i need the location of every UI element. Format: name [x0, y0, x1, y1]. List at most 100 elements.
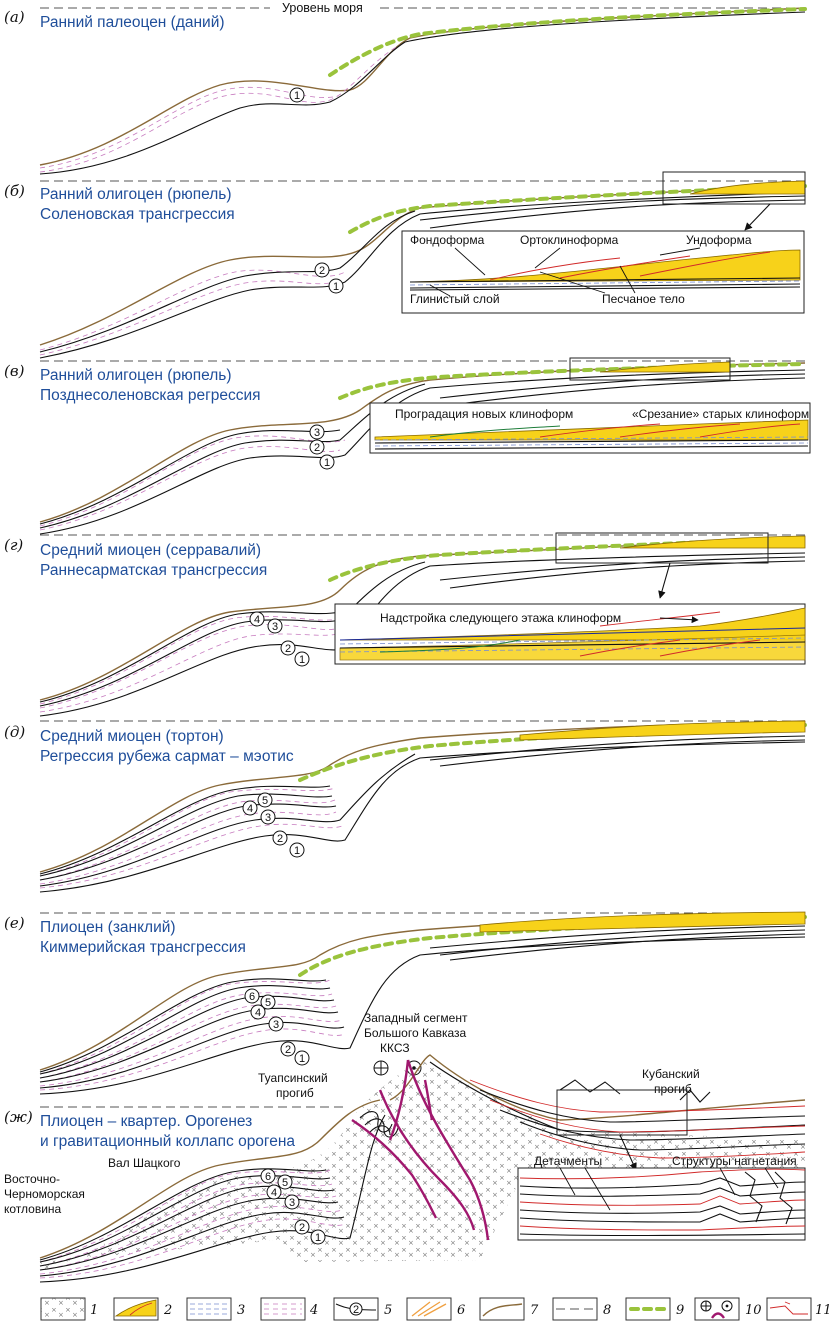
legend-item-3: 3 [186, 1297, 245, 1321]
panel-a-title: Ранний палеоцен (даний) [40, 14, 225, 31]
horizon-5-label-d: 5 [262, 795, 268, 807]
horizon-2-label-d: 2 [277, 833, 283, 845]
panel-b-letter: (б) [4, 182, 25, 200]
inset-b: Фондоформа Ортоклиноформа Ундоформа Глин… [401, 230, 805, 314]
horizon-6-label-e: 6 [249, 991, 255, 1003]
panel-d-title2: Регрессия рубежа сармат – мэотис [40, 748, 294, 765]
east-black-sea-label-2: Черноморская [4, 1187, 85, 1201]
kuban-label-1: Кубанский [642, 1067, 700, 1081]
west-segment-label-2: Большого Кавказа [364, 1026, 467, 1040]
ortoklinoforma-label: Ортоклиноформа [520, 233, 619, 247]
shatsky-label: Вал Шацкого [108, 1156, 181, 1170]
fault-line [423, 1079, 434, 1121]
legend-item-11: 11 [766, 1297, 832, 1321]
injection-label: Структуры нагнетания [672, 1154, 797, 1168]
legend-label-1: 1 [90, 1303, 98, 1318]
panel-v-title1: Ранний олигоцен (рюпель) [40, 367, 231, 384]
horizon-3-label-e: 3 [273, 1019, 279, 1031]
legend-item-9: 9 [625, 1297, 684, 1321]
horizon-1-label: 1 [294, 90, 300, 102]
horizon-4-label-e: 4 [255, 1007, 261, 1019]
legend-label-2: 2 [163, 1303, 172, 1318]
horizon-2-label-g: 2 [285, 643, 291, 655]
panel-a-letter: (а) [4, 8, 25, 26]
horizon-3-label-zh: 3 [289, 1197, 295, 1209]
east-black-sea-label-3: котловина [4, 1202, 62, 1216]
panel-zh: (ж) Плиоцен – квартер. Орогенез и гравит… [4, 1011, 806, 1283]
panel-e-letter: (е) [4, 914, 25, 932]
fondoforma-label: Фондоформа [410, 233, 485, 247]
legend-label-5: 5 [384, 1303, 392, 1318]
horizon-3-label-d: 3 [265, 812, 271, 824]
panel-zh-title2: и гравитационный коллапс орогена [40, 1133, 295, 1150]
panel-d-letter: (д) [4, 723, 25, 741]
panel-e: (е) Плиоцен (занклий) Киммерийская транс… [4, 911, 807, 1095]
horizon-5-label-zh: 5 [282, 1177, 288, 1189]
panel-zh-title1: Плиоцен – квартер. Орогенез [40, 1113, 252, 1130]
horizon-5-label-e: 5 [265, 997, 271, 1009]
kkksz-label: ККСЗ [380, 1041, 410, 1055]
panel-b-title1: Ранний олигоцен (рюпель) [40, 186, 231, 203]
horizon-1-label-v: 1 [324, 457, 330, 469]
panel-g-title1: Средний миоцен (серравалий) [40, 542, 261, 559]
sea-level-label: Уровень моря [282, 1, 363, 15]
horizon-2-label-e: 2 [285, 1044, 291, 1056]
legend-label-11: 11 [815, 1303, 832, 1318]
horizon-3-label-g: 3 [272, 621, 278, 633]
horizon-3-label-v: 3 [314, 427, 320, 439]
panel-a: Уровень моря (а) Ранний палеоцен (даний)… [4, 1, 807, 175]
legend-label-8: 8 [603, 1303, 611, 1318]
inset-zh: Детачменты Структуры нагнетания [517, 1154, 806, 1241]
fault-line [406, 1059, 490, 1241]
horizon-6-label-zh: 6 [265, 1171, 271, 1183]
legend-label-10: 10 [745, 1303, 762, 1318]
panel-d: (д) Средний миоцен (тортон) Регрессия ру… [4, 720, 807, 893]
legend-item-2: 2 [113, 1297, 172, 1321]
east-black-sea-label-1: Восточно- [4, 1172, 60, 1186]
legend-item-8: 8 [552, 1297, 611, 1321]
panel-v-title2: Позднесоленовская регрессия [40, 387, 261, 404]
legend-label-9: 9 [676, 1303, 684, 1318]
horizon-1-label-e: 1 [299, 1053, 305, 1065]
legend-item-6: 6 [406, 1297, 465, 1321]
horizon-1-marker [289, 87, 305, 103]
legend-item-10: 10 [694, 1297, 762, 1321]
horizon-1-label-zh: 1 [315, 1232, 321, 1244]
tuapse-label-1: Туапсинский [258, 1071, 328, 1085]
panel-v-letter: (в) [4, 362, 25, 380]
legend-label-4: 4 [309, 1303, 318, 1318]
legend-label-3: 3 [237, 1303, 245, 1318]
inset-g: Надстройка следующего этажа клиноформ [334, 603, 806, 665]
horizon-1-label-b: 1 [333, 281, 339, 293]
tuapse-label-2: прогиб [276, 1086, 314, 1100]
horizon-1-label-d: 1 [294, 845, 300, 857]
fault-line [388, 1059, 410, 1141]
panel-g-title2: Раннесарматская трансгрессия [40, 562, 267, 579]
horizon-4-label-zh: 4 [271, 1187, 277, 1199]
plus-circle-icon [373, 1060, 389, 1076]
superstructure-label: Надстройка следующего этажа клиноформ [380, 611, 621, 625]
fault-line [378, 1089, 476, 1231]
progradation-label: Проградация новых клиноформ [395, 407, 573, 421]
sand-body-label: Песчаное тело [602, 292, 685, 306]
horizon-4-label-g: 4 [254, 614, 260, 626]
legend-label-6: 6 [457, 1303, 465, 1318]
legend: 1 2 3 4 2 5 [40, 1297, 832, 1321]
horizon-4-label-d: 4 [247, 803, 253, 815]
detachments-label: Детачменты [534, 1154, 602, 1168]
panel-b: (б) Ранний олигоцен (рюпель) Соленовская… [4, 171, 807, 359]
horizon-2-label-zh: 2 [299, 1222, 305, 1234]
undoforma-label: Ундоформа [686, 233, 752, 247]
panel-b-title2: Соленовская трансгрессия [40, 206, 235, 223]
clay-layer-label: Глинистый слой [410, 292, 500, 306]
legend-item-1: 1 [40, 1297, 98, 1321]
legend-5-circle-label: 2 [353, 1304, 359, 1316]
legend-item-7: 7 [479, 1297, 539, 1321]
legend-label-7: 7 [530, 1303, 539, 1318]
inset-v: Проградация новых клиноформ «Срезание» с… [369, 402, 811, 454]
panel-g: (г) Средний миоцен (серравалий) Раннесар… [4, 532, 807, 717]
panel-e-title2: Киммерийская трансгрессия [40, 939, 246, 956]
horizon-1-label-g: 1 [299, 654, 305, 666]
panel-e-title1: Плиоцен (занклий) [40, 919, 176, 936]
panel-zh-letter: (ж) [4, 1108, 33, 1126]
